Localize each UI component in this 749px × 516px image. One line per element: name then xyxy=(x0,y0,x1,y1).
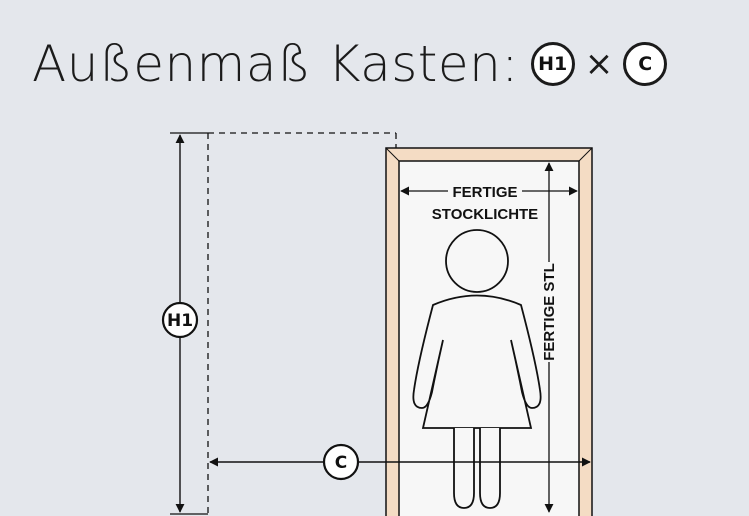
c-dimension: C xyxy=(209,443,591,481)
c-badge: C xyxy=(623,42,668,86)
clear-height-dimension: FERTIGE STL xyxy=(541,162,558,513)
title-text: Außenmaß Kasten: xyxy=(32,35,519,93)
clear-width-dimension: FERTIGE STOCKLICHTE xyxy=(400,184,578,223)
h1-dimension: H1 xyxy=(161,132,208,515)
title-formula: H1 × C xyxy=(530,42,668,86)
page-title: Außenmaß Kasten: H1 × C xyxy=(32,24,668,104)
person-figure xyxy=(412,229,542,509)
clear-width-label-line2: STOCKLICHTE xyxy=(432,206,538,223)
c-marker-label: C xyxy=(335,453,347,473)
times-sign: × xyxy=(584,44,614,84)
h1-marker-circle xyxy=(161,301,199,339)
c-marker-circle xyxy=(322,443,360,481)
outer-box-outline xyxy=(207,132,397,516)
clear-width-label-line1: FERTIGE xyxy=(452,184,517,201)
clear-height-label: FERTIGE STL xyxy=(541,263,558,361)
h1-badge: H1 xyxy=(530,42,575,86)
h1-marker-label: H1 xyxy=(167,311,193,331)
